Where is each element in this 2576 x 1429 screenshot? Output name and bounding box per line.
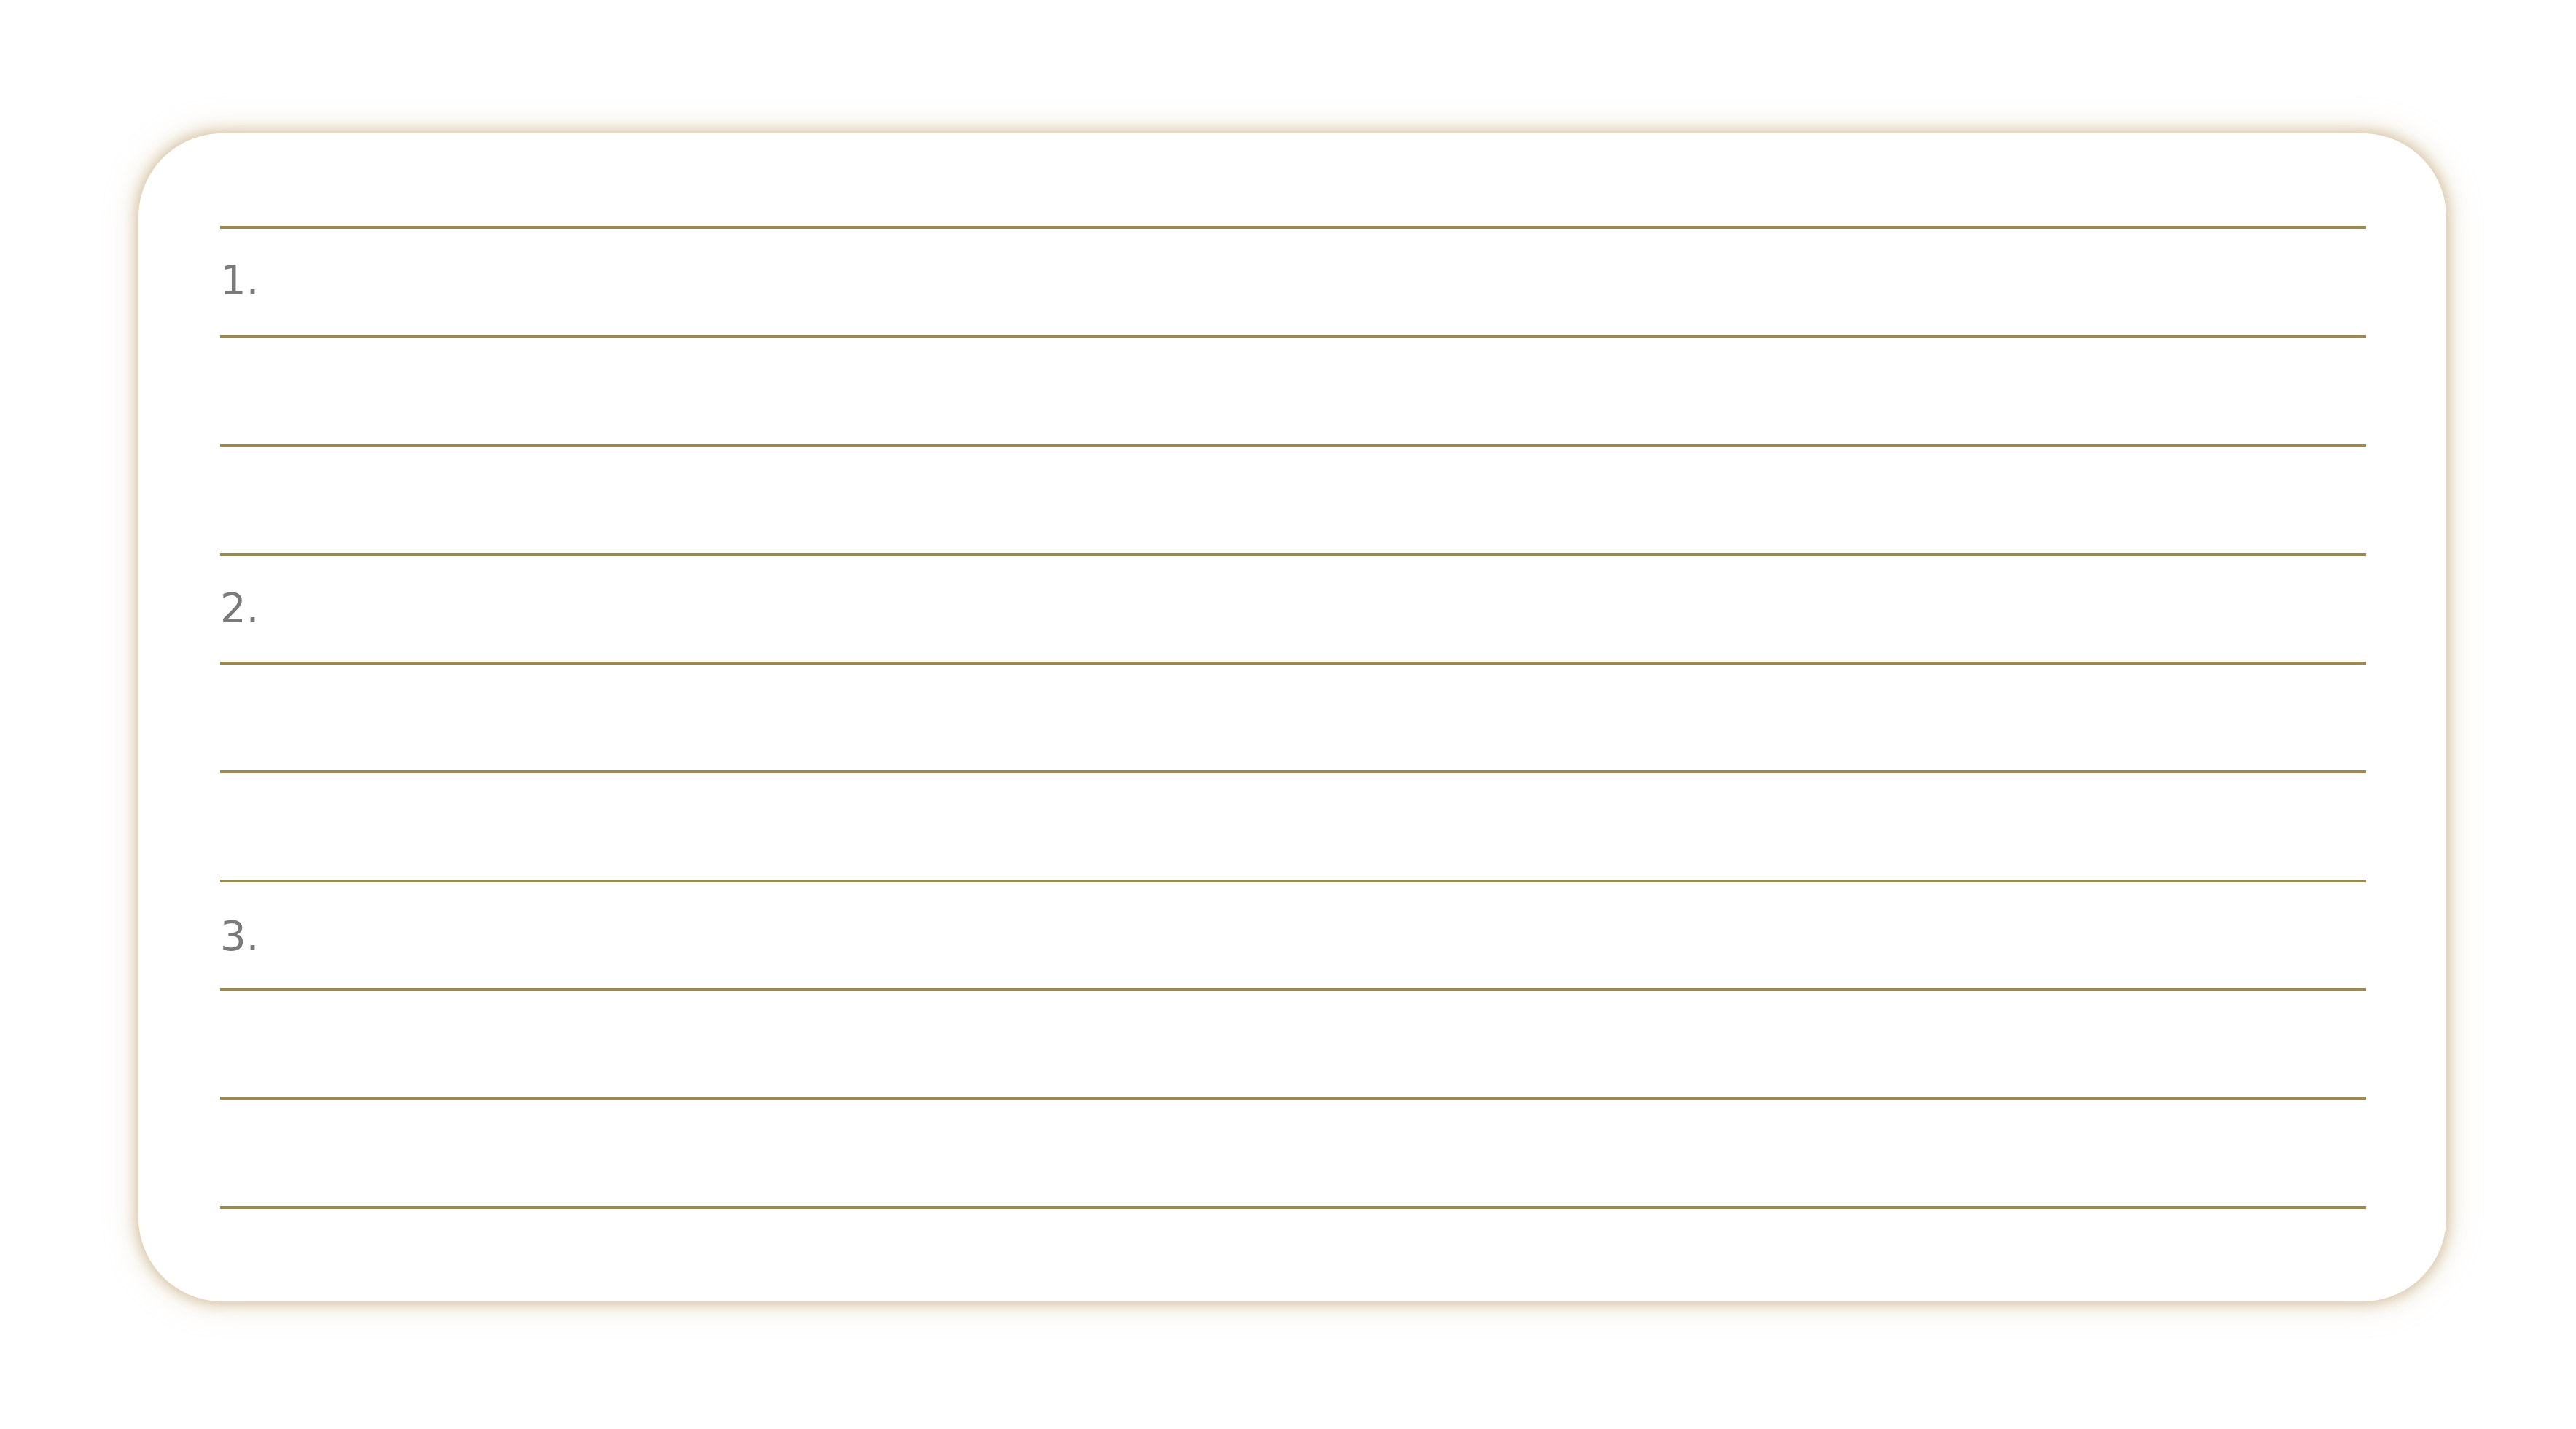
rule-line: [220, 662, 2366, 665]
rule-line: [220, 1206, 2366, 1209]
rule-line: [220, 226, 2366, 229]
item-number: 3.: [220, 913, 259, 960]
item-number: 2.: [220, 585, 259, 633]
rule-line: [220, 988, 2366, 991]
rule-line: [220, 444, 2366, 447]
rule-line: [220, 770, 2366, 773]
rule-line: [220, 553, 2366, 556]
item-number: 1.: [220, 257, 259, 305]
rule-line: [220, 880, 2366, 882]
lined-note-card: 1. 2. 3.: [138, 133, 2446, 1301]
rule-line: [220, 1097, 2366, 1100]
rule-line: [220, 335, 2366, 338]
